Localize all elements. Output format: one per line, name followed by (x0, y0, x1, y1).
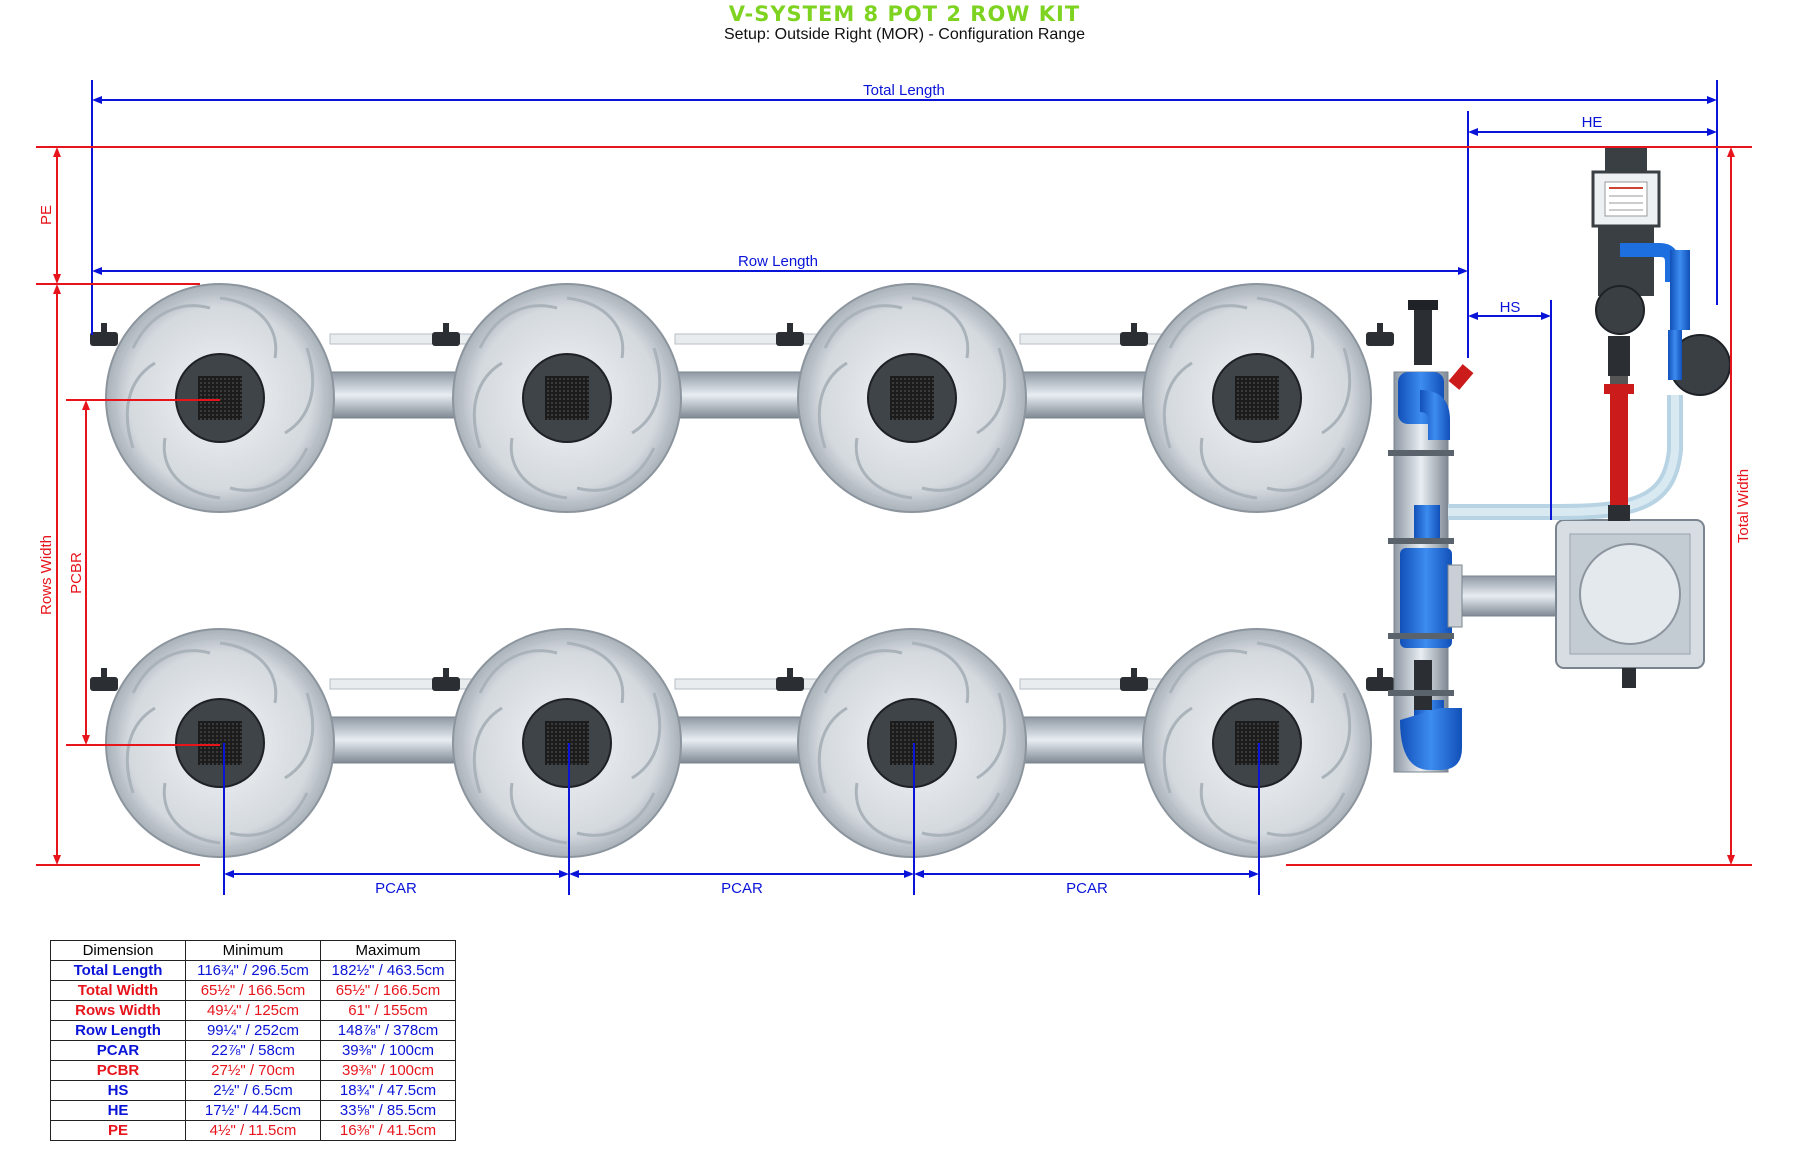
row-max: 33⅝" / 85.5cm (320, 1100, 456, 1121)
pot-row-2-4 (1141, 627, 1373, 859)
label-pcbr: PCBR (68, 552, 85, 594)
manifold (1388, 300, 1557, 773)
row-max: 182½" / 463.5cm (320, 960, 456, 981)
pot-row-2-3 (796, 627, 1028, 859)
header-dimension: Dimension (50, 940, 186, 961)
table-row: PCAR 22⅞" / 58cm 39⅜" / 100cm (50, 1040, 456, 1061)
table-row: Rows Width 49¼" / 125cm 61" / 155cm (50, 1000, 456, 1021)
table-header-row: Dimension Minimum Maximum (50, 940, 456, 961)
reservoir-tank (1555, 519, 1705, 688)
page-title: V-SYSTEM 8 POT 2 ROW KIT (728, 2, 1081, 26)
row-min: 65½" / 166.5cm (185, 980, 321, 1001)
row-min: 17½" / 44.5cm (185, 1100, 321, 1121)
label-hs: HS (1500, 299, 1521, 316)
table-row: PCBR 27½" / 70cm 39⅜" / 100cm (50, 1060, 456, 1081)
pot-row-1-1 (104, 282, 336, 514)
row-min: 2½" / 6.5cm (185, 1080, 321, 1101)
row-max: 18¾" / 47.5cm (320, 1080, 456, 1101)
row-max: 65½" / 166.5cm (320, 980, 456, 1001)
row-max: 148⅞" / 378cm (320, 1020, 456, 1041)
label-total-width: Total Width (1735, 469, 1752, 543)
table-row: HS 2½" / 6.5cm 18¾" / 47.5cm (50, 1080, 456, 1101)
label-total-length: Total Length (863, 82, 945, 99)
row-name: PCBR (50, 1060, 186, 1081)
table-row: HE 17½" / 44.5cm 33⅝" / 85.5cm (50, 1100, 456, 1121)
row-max: 39⅜" / 100cm (320, 1040, 456, 1061)
row-min: 27½" / 70cm (185, 1060, 321, 1081)
label-rows-width: Rows Width (38, 535, 55, 615)
row-min: 4½" / 11.5cm (185, 1120, 321, 1141)
label-pcar-2: PCAR (721, 880, 763, 897)
label-he: HE (1582, 114, 1603, 131)
row-max: 39⅜" / 100cm (320, 1060, 456, 1081)
row-max: 16⅜" / 41.5cm (320, 1120, 456, 1141)
label-pcar-1: PCAR (375, 880, 417, 897)
pump-assembly (1591, 146, 1731, 521)
header-maximum: Maximum (320, 940, 456, 961)
label-pcar-3: PCAR (1066, 880, 1108, 897)
pot-row-1-3 (796, 282, 1028, 514)
page-subtitle: Setup: Outside Right (MOR) - Configurati… (723, 26, 1086, 43)
label-row-length: Row Length (738, 253, 818, 270)
row-name: Rows Width (50, 1000, 186, 1021)
label-pe: PE (38, 205, 55, 225)
row-min: 116¾" / 296.5cm (185, 960, 321, 981)
row-min: 22⅞" / 58cm (185, 1040, 321, 1061)
pot-row-1-4 (1141, 282, 1373, 514)
table-row: Total Length 116¾" / 296.5cm 182½" / 463… (50, 960, 456, 981)
row-name: Row Length (50, 1020, 186, 1041)
table-row: PE 4½" / 11.5cm 16⅜" / 41.5cm (50, 1120, 456, 1141)
header-minimum: Minimum (185, 940, 321, 961)
red-dimensions (36, 146, 1752, 866)
pot-row-2-1 (104, 627, 336, 859)
row-min: 99¼" / 252cm (185, 1020, 321, 1041)
row-name: HE (50, 1100, 186, 1121)
table-row: Row Length 99¼" / 252cm 148⅞" / 378cm (50, 1020, 456, 1041)
row-name: HS (50, 1080, 186, 1101)
table-row: Total Width 65½" / 166.5cm 65½" / 166.5c… (50, 980, 456, 1001)
blue-dimensions (91, 80, 1718, 895)
row-name: Total Length (50, 960, 186, 981)
dimension-table: Dimension Minimum Maximum Total Length 1… (50, 940, 456, 1141)
pot-row-1-2 (451, 282, 683, 514)
pot-row-2-2 (451, 627, 683, 859)
row-max: 61" / 155cm (320, 1000, 456, 1021)
row-name: PCAR (50, 1040, 186, 1061)
row-2-tubes (329, 678, 1166, 764)
row-min: 49¼" / 125cm (185, 1000, 321, 1021)
row-name: PE (50, 1120, 186, 1141)
row-name: Total Width (50, 980, 186, 1001)
